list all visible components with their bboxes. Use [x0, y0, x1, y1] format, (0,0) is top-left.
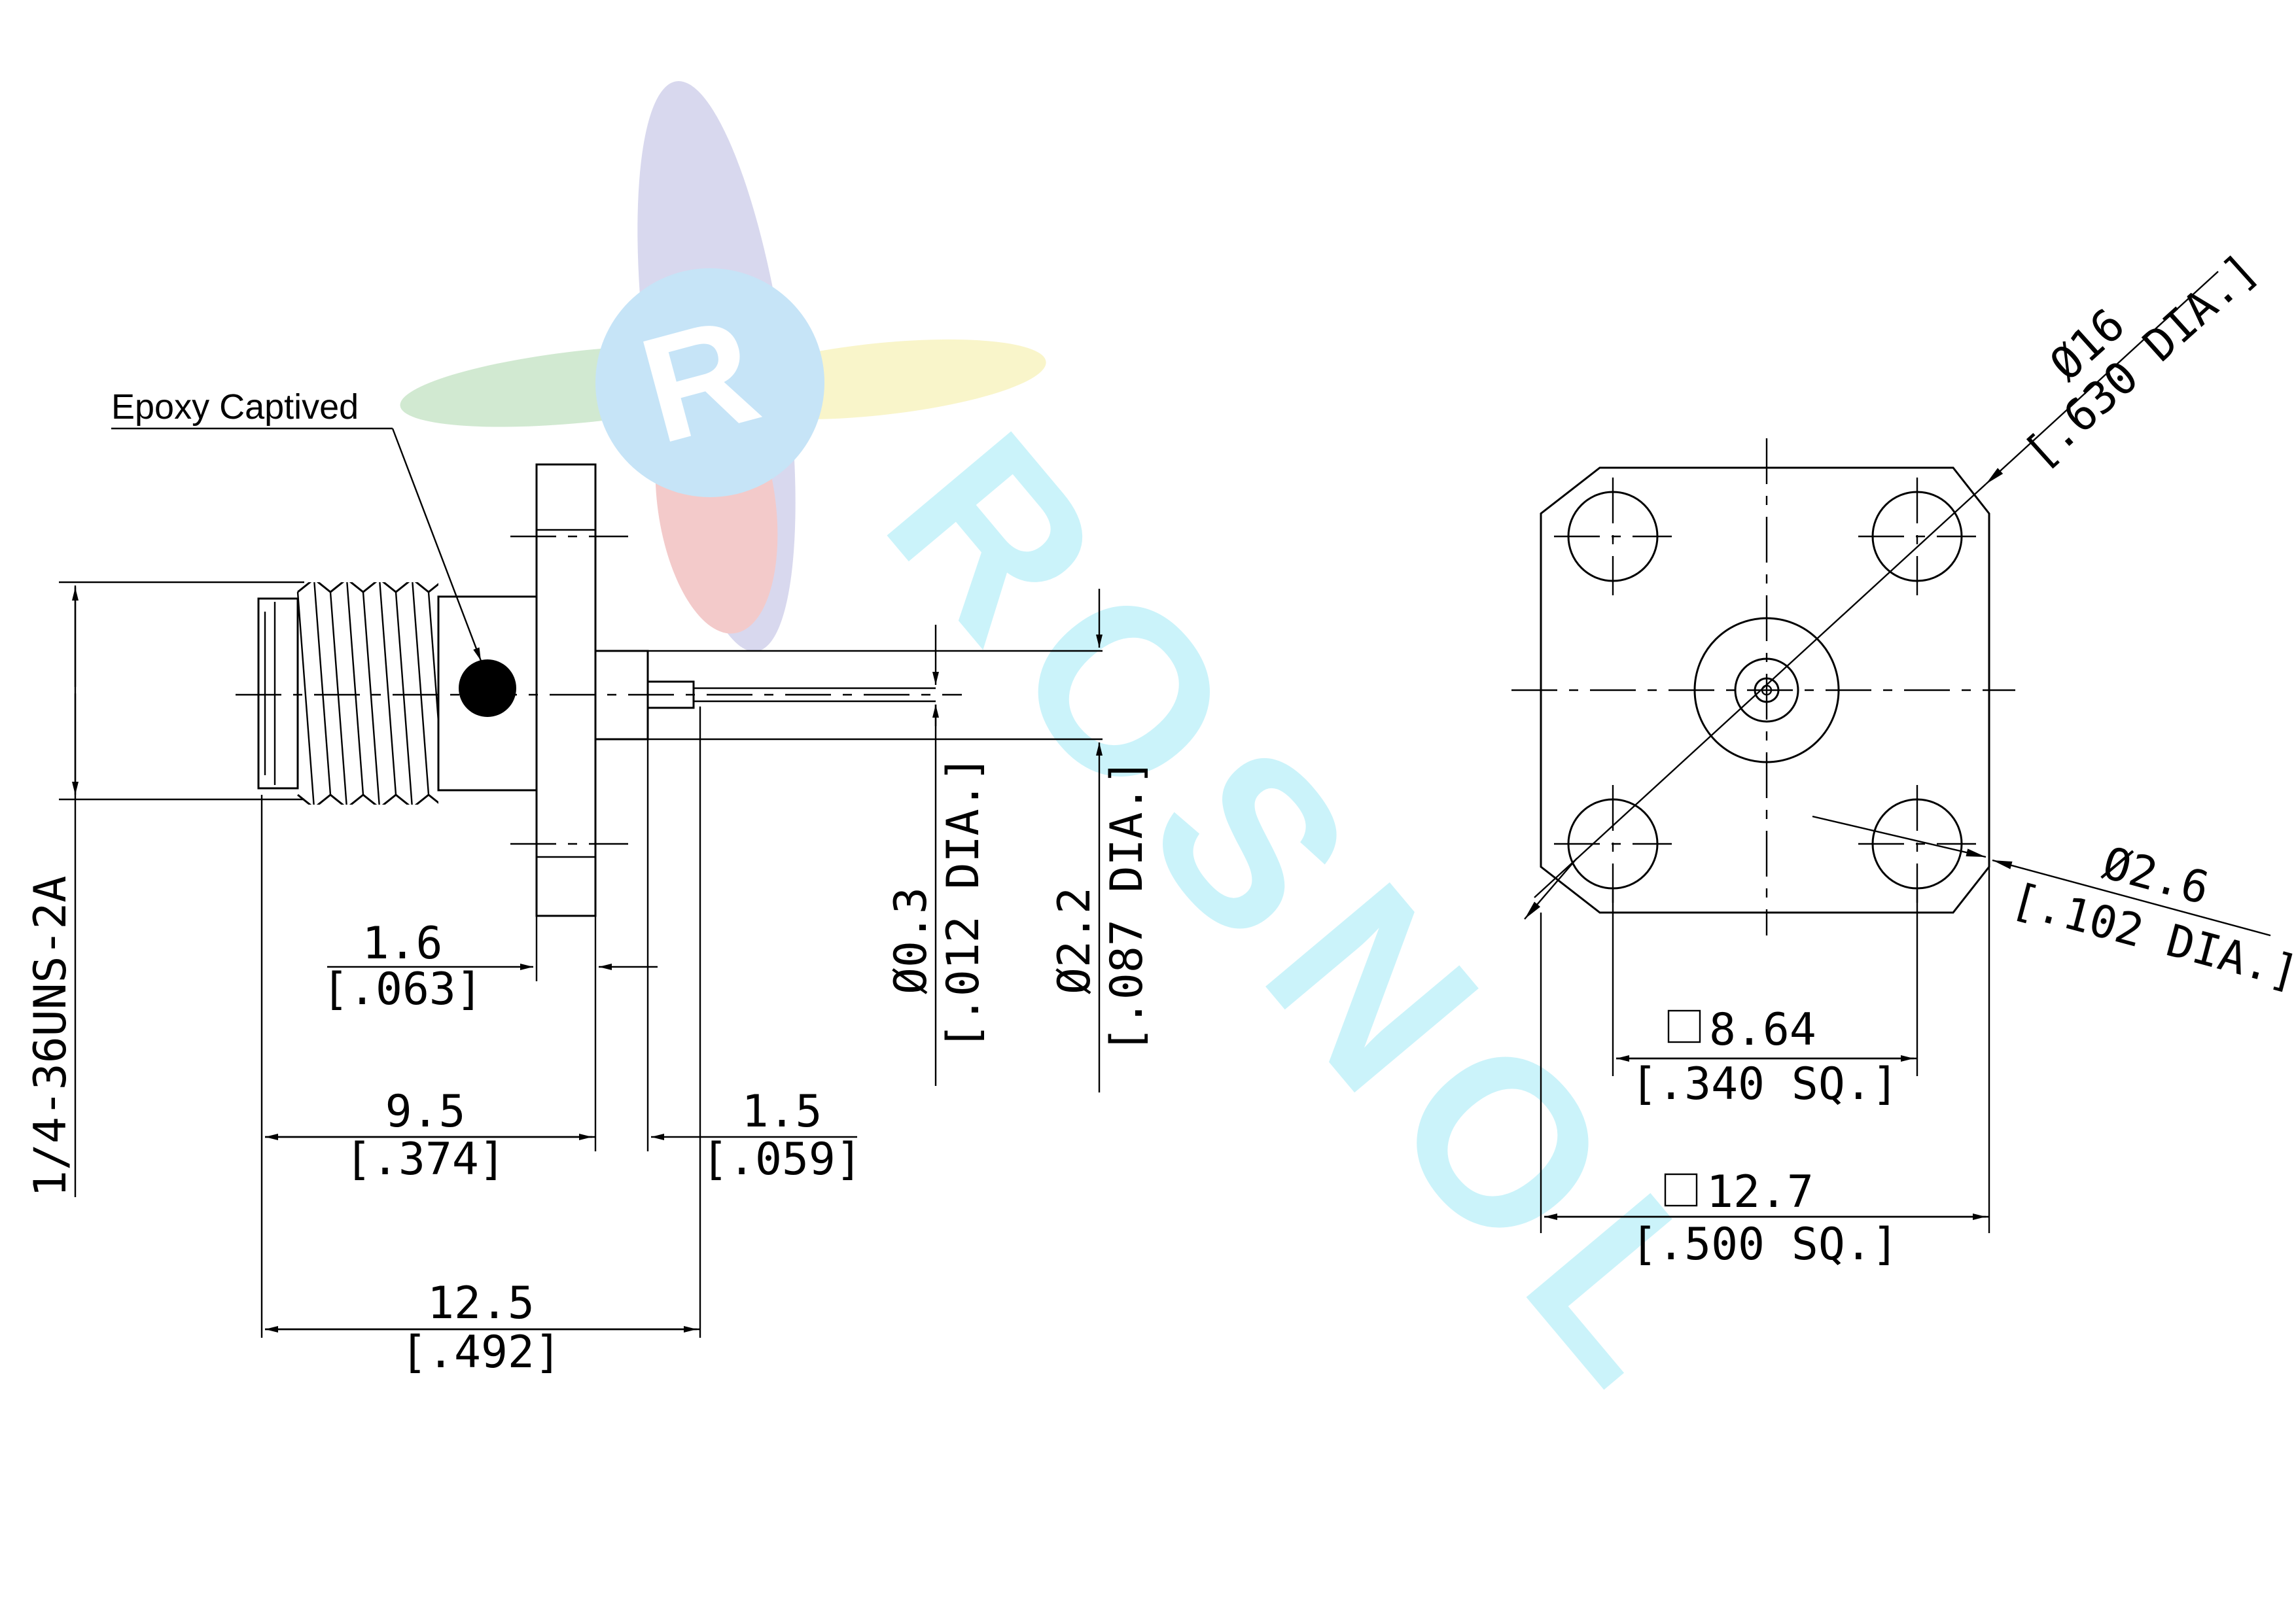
- dim-flange-size-inch: [.500 SQ.]: [1631, 1219, 1898, 1270]
- flange-outline: [1540, 466, 1990, 914]
- dim-total-length-mm: 12.5: [427, 1278, 535, 1329]
- center-pin: [594, 650, 1103, 741]
- epoxy-label: Epoxy Captived: [111, 387, 359, 427]
- dim-pin-length-mm: 1.5: [742, 1086, 822, 1138]
- flange: [510, 463, 628, 917]
- dim-body-length-inch: [.374]: [345, 1134, 506, 1185]
- square-symbol-icon: [1664, 1173, 1698, 1207]
- dim-dielectric-diameter-inch: [.087 DIA.]: [1101, 759, 1153, 1053]
- thread-label: 1/4-36UNS-2A: [25, 876, 77, 1197]
- threaded-body: [257, 582, 538, 805]
- dim-dielectric-diameter-mm: Ø2.2: [1049, 887, 1101, 994]
- dim-total-length-inch: [.492]: [400, 1327, 561, 1378]
- mounting-holes: [1554, 478, 1976, 903]
- side-view: Epoxy Captived 1/4-36UNS-2A 1.6 [.063] 9…: [25, 387, 1153, 1378]
- dim-flange-thickness-mm: 1.6: [362, 918, 443, 969]
- dim-body-length-mm: 9.5: [385, 1086, 466, 1138]
- dim-hole-spacing-mm: 8.64: [1709, 1004, 1816, 1056]
- dim-pin-diameter-inch: [.012 DIA.]: [938, 756, 989, 1050]
- dim-hole-spacing-inch: [.340 SQ.]: [1631, 1058, 1898, 1110]
- square-symbol-icon: [1667, 1009, 1701, 1043]
- epoxy-dot: [459, 659, 516, 717]
- watermark-logo: R: [400, 81, 1046, 652]
- dim-pin-length-inch: [.059]: [701, 1134, 862, 1185]
- center-body: [1693, 617, 1840, 763]
- dim-flange-thickness-inch: [.063]: [322, 964, 483, 1015]
- dim-flange-size-mm: 12.7: [1706, 1166, 1814, 1218]
- dim-pin-diameter-mm: Ø0.3: [885, 887, 937, 994]
